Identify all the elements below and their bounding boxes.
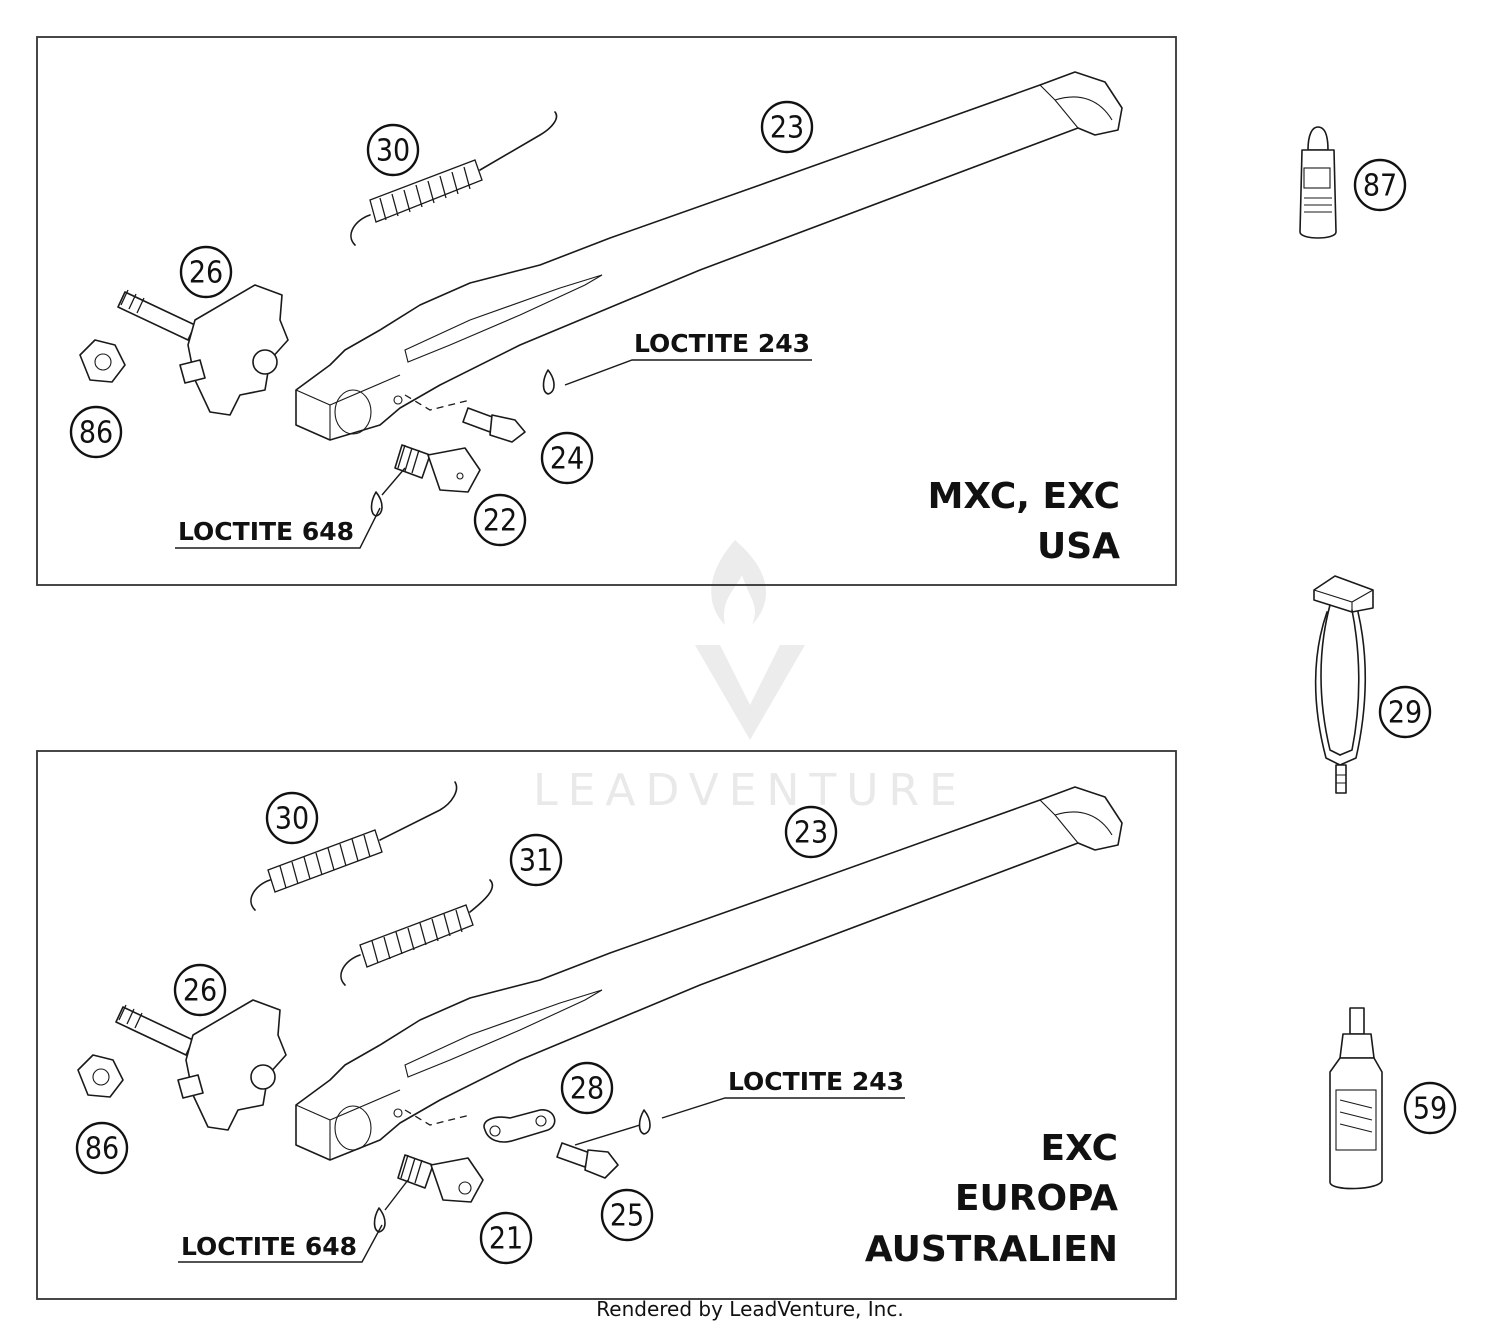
svg-text:26: 26 bbox=[183, 974, 217, 1009]
svg-text:24: 24 bbox=[550, 442, 584, 477]
loctite-243-label: LOCTITE 243 bbox=[728, 1067, 904, 1096]
panel-frame bbox=[36, 750, 1177, 1300]
svg-text:22: 22 bbox=[483, 504, 517, 539]
callout: 87 bbox=[1353, 158, 1407, 212]
callout: 30 bbox=[265, 791, 319, 845]
svg-text:30: 30 bbox=[376, 134, 410, 169]
loctite-drop-icon bbox=[638, 1109, 651, 1135]
svg-text:26: 26 bbox=[189, 256, 223, 291]
svg-text:30: 30 bbox=[275, 802, 309, 837]
spring-part bbox=[250, 781, 458, 911]
loctite-648-label: LOCTITE 648 bbox=[178, 517, 354, 546]
stop-pin-part bbox=[397, 1154, 484, 1203]
pivot-bolt-part bbox=[117, 284, 289, 416]
callout: 28 bbox=[560, 1061, 614, 1115]
svg-text:86: 86 bbox=[79, 416, 113, 451]
callout: 26 bbox=[179, 245, 233, 299]
loctite-243-leader bbox=[564, 359, 812, 386]
variant-label: AUSTRALIEN bbox=[865, 1229, 1118, 1270]
side-part-29: 29 bbox=[1313, 575, 1432, 794]
callout: 21 bbox=[479, 1211, 533, 1265]
stop-pin-part bbox=[394, 444, 481, 493]
callout: 23 bbox=[784, 805, 838, 859]
nut-part bbox=[79, 339, 126, 383]
callout: 25 bbox=[600, 1188, 654, 1242]
panel-mxc-exc-usa: LOCTITE 243 LOCTITE 648 MXC, EXC USA 30 … bbox=[36, 36, 1177, 586]
callout: 22 bbox=[473, 493, 527, 547]
callout: 31 bbox=[509, 833, 563, 887]
callout: 86 bbox=[69, 405, 123, 459]
svg-text:23: 23 bbox=[794, 816, 828, 851]
side-part-59: 59 bbox=[1329, 1007, 1457, 1190]
svg-text:21: 21 bbox=[489, 1222, 523, 1257]
watermark: LEADVENTURE bbox=[533, 540, 967, 816]
screw-part bbox=[404, 394, 526, 443]
callout: 24 bbox=[540, 431, 594, 485]
spring-part bbox=[340, 879, 494, 986]
side-part-87: 87 bbox=[1299, 126, 1407, 239]
loctite-drop-icon bbox=[370, 491, 383, 517]
loctite-648-leader bbox=[175, 507, 381, 549]
variant-label: MXC, EXC bbox=[928, 476, 1120, 517]
svg-text:28: 28 bbox=[570, 1072, 604, 1107]
watermark-text: LEADVENTURE bbox=[533, 765, 967, 816]
panel-exc-europa-australien: LOCTITE 243 LOCTITE 648 EXC EUROPA AUSTR… bbox=[36, 750, 1177, 1300]
variant-label: EUROPA bbox=[955, 1178, 1118, 1219]
loctite-648-leader bbox=[178, 1224, 383, 1263]
svg-text:59: 59 bbox=[1413, 1092, 1447, 1127]
panel-frame bbox=[36, 36, 1177, 586]
side-stand-part bbox=[295, 786, 1123, 1161]
screw-part bbox=[556, 1142, 619, 1179]
watermark-logo-icon bbox=[695, 540, 805, 740]
spring-part bbox=[350, 111, 558, 246]
svg-text:25: 25 bbox=[610, 1199, 644, 1234]
loctite-243-label: LOCTITE 243 bbox=[634, 329, 810, 358]
loctite-648-label: LOCTITE 648 bbox=[181, 1232, 357, 1261]
callout: 30 bbox=[366, 123, 420, 177]
svg-text:87: 87 bbox=[1363, 169, 1397, 204]
callout: 29 bbox=[1378, 685, 1432, 739]
pivot-bolt-part bbox=[115, 999, 287, 1131]
callout: 26 bbox=[173, 963, 227, 1017]
callout: 23 bbox=[760, 100, 814, 154]
svg-text:29: 29 bbox=[1388, 696, 1422, 731]
svg-text:31: 31 bbox=[519, 844, 553, 879]
callout: 59 bbox=[1403, 1081, 1457, 1135]
svg-text:23: 23 bbox=[770, 111, 804, 146]
variant-label: EXC bbox=[1041, 1128, 1118, 1169]
svg-text:86: 86 bbox=[85, 1132, 119, 1167]
callout: 86 bbox=[75, 1121, 129, 1175]
footer-credit: Rendered by LeadVenture, Inc. bbox=[596, 1297, 903, 1321]
lock-plate-part bbox=[404, 1109, 556, 1143]
side-stand-part bbox=[295, 71, 1123, 441]
nut-part bbox=[77, 1054, 124, 1098]
loctite-drop-icon bbox=[542, 369, 555, 395]
loctite-243-leader bbox=[661, 1097, 905, 1119]
variant-label: USA bbox=[1037, 526, 1120, 567]
